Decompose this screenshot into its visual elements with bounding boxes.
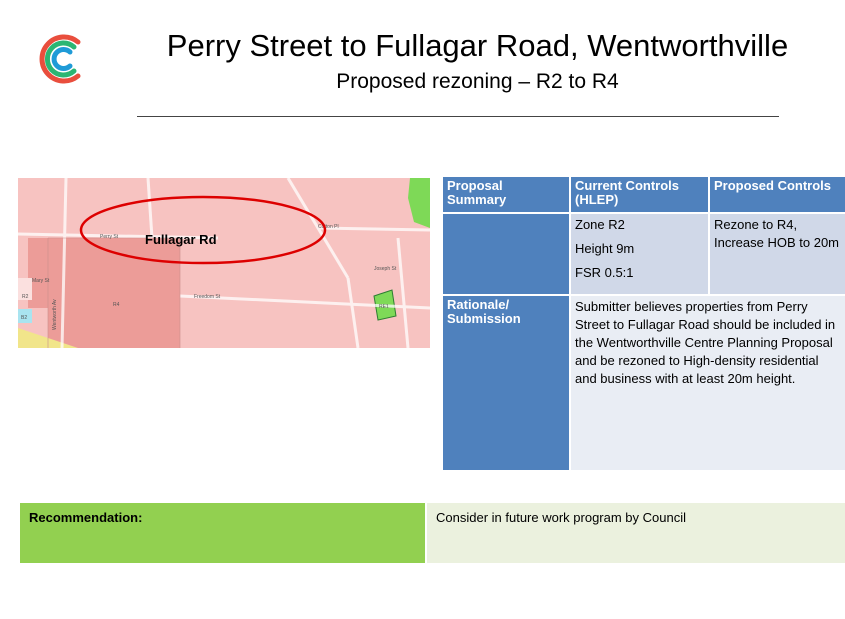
map-zone-r2: R2 xyxy=(22,294,29,300)
proposal-summary-table: Proposal Summary Current Controls (HLEP)… xyxy=(441,175,845,472)
map-label-freedom-st: Freedom St xyxy=(194,294,221,300)
proposed-controls-value: Rezone to R4, Increase HOB to 20m xyxy=(708,212,845,296)
current-fsr: FSR 0.5:1 xyxy=(575,265,634,280)
title-divider xyxy=(137,116,779,117)
current-height: Height 9m xyxy=(575,241,635,256)
page-subtitle: Proposed rezoning – R2 to R4 xyxy=(336,70,619,93)
proposed-controls-header: Proposed Controls xyxy=(708,175,845,214)
map-label-wentworth-av: Wentworth Av xyxy=(52,299,58,330)
zoning-map: Perry St Cotton Pl Joseph St Freedom St … xyxy=(18,178,430,348)
recommendation-row: Recommendation: Consider in future work … xyxy=(20,503,845,563)
council-logo-icon xyxy=(39,34,81,84)
page-title: Perry Street to Fullagar Road, Wentworth… xyxy=(166,28,789,63)
map-zone-re1: RE1 xyxy=(379,304,389,310)
proposal-summary-header: Proposal Summary xyxy=(441,175,571,214)
recommendation-label: Recommendation: xyxy=(20,503,427,563)
map-label-joseph-st: Joseph St xyxy=(374,266,397,272)
map-label-perry-st: Perry St xyxy=(100,234,119,240)
rationale-label: Rationale/ Submission xyxy=(441,294,571,472)
current-controls-header: Current Controls (HLEP) xyxy=(569,175,710,214)
map-label-cotton-pl: Cotton Pl xyxy=(318,224,339,230)
current-zone: Zone R2 xyxy=(575,217,625,232)
rationale-text: Submitter believes properties from Perry… xyxy=(569,294,845,472)
map-zone-r4: R4 xyxy=(113,302,120,308)
proposal-summary-body xyxy=(441,212,571,296)
map-label-mary-st: Mary St xyxy=(32,278,50,284)
current-controls-values: Zone R2 Height 9m FSR 0.5:1 xyxy=(569,212,710,296)
map-highlight-label: Fullagar Rd xyxy=(145,232,217,247)
map-zone-b2: B2 xyxy=(21,315,27,321)
recommendation-value: Consider in future work program by Counc… xyxy=(427,503,845,563)
